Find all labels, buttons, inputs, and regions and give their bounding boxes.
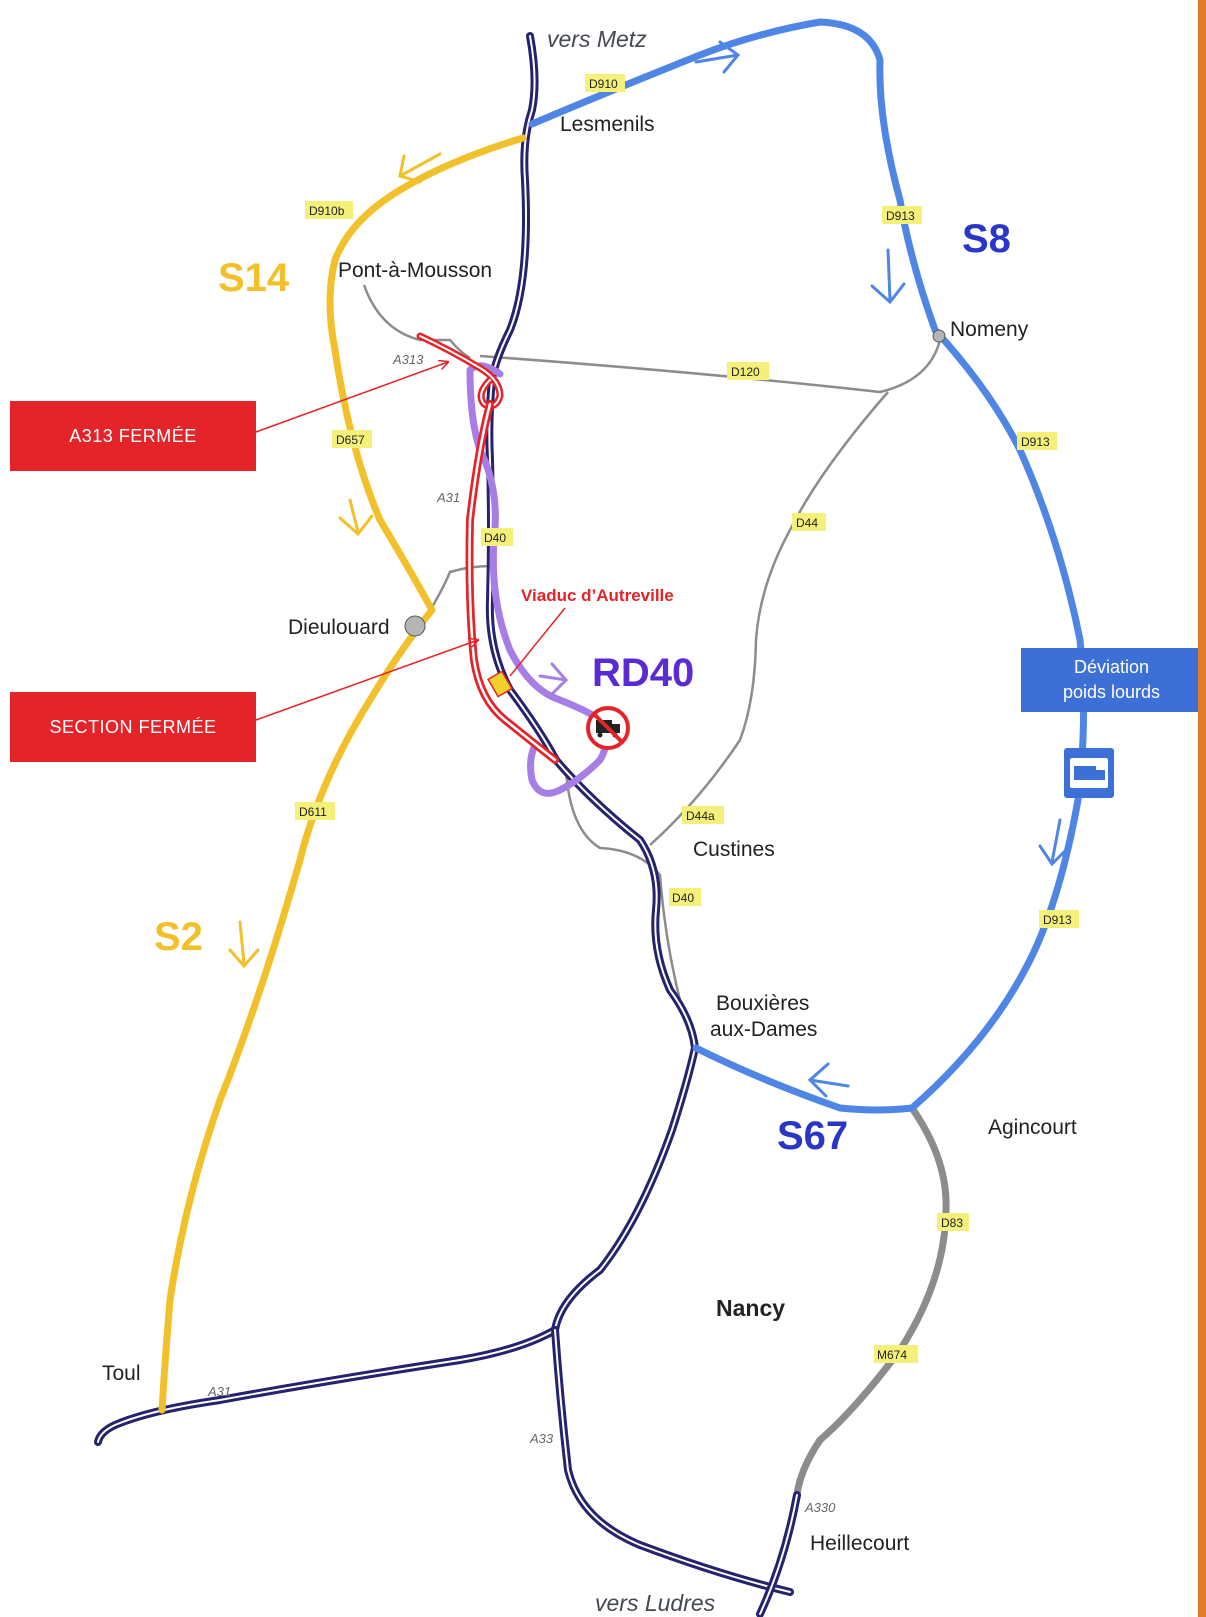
city-bouxieres-line1: Bouxières bbox=[716, 992, 809, 1015]
leader-section bbox=[255, 640, 478, 721]
road-d44 bbox=[649, 391, 889, 846]
road-labels: D910 D910b D913 D913 D913 D120 D657 D44 … bbox=[295, 74, 1079, 1363]
right-edge-bar bbox=[1198, 0, 1206, 1617]
arrow-blue-d913-north bbox=[870, 248, 906, 305]
arrow-purple-rd40 bbox=[538, 662, 569, 696]
road-d910b: D910b bbox=[309, 204, 345, 218]
road-d44a: D44a bbox=[686, 809, 715, 823]
road-d913-2: D913 bbox=[1021, 435, 1050, 449]
route-label-s67: S67 bbox=[777, 1114, 848, 1158]
road-custines bbox=[564, 769, 698, 1049]
city-lesmenils: Lesmenils bbox=[560, 113, 655, 136]
road-d611: D611 bbox=[299, 805, 327, 819]
direction-south: vers Ludres bbox=[595, 1590, 716, 1616]
motorways bbox=[94, 32, 801, 1617]
hw-a33: A33 bbox=[529, 1431, 554, 1446]
road-d120: D120 bbox=[731, 365, 760, 379]
route-label-s2: S2 bbox=[154, 915, 203, 959]
route-label-s8: S8 bbox=[962, 217, 1011, 261]
callout-section-closed: SECTION FERMÉE bbox=[10, 692, 256, 762]
city-heillecourt: Heillecourt bbox=[810, 1532, 909, 1555]
direction-north: vers Metz bbox=[547, 26, 647, 52]
road-d44: D44 bbox=[796, 516, 818, 530]
road-d913-3: D913 bbox=[1043, 913, 1072, 927]
road-d40-2: D40 bbox=[672, 891, 694, 905]
leader-a313 bbox=[255, 362, 448, 433]
city-pont-a-mousson: Pont-à-Mousson bbox=[338, 259, 492, 282]
leader-lines bbox=[255, 362, 566, 721]
motorway-a33 bbox=[551, 1326, 794, 1596]
hw-a31-south: A31 bbox=[207, 1384, 231, 1399]
arrow-yellow-d910b bbox=[398, 152, 442, 184]
city-agincourt: Agincourt bbox=[988, 1116, 1077, 1139]
viaduc-marker bbox=[487, 670, 513, 698]
route-label-rd40: RD40 bbox=[592, 651, 694, 695]
route-blue-s8-s67 bbox=[528, 18, 1088, 1114]
nomeny-dot bbox=[932, 329, 946, 343]
road-pam-link bbox=[362, 284, 471, 360]
hw-a330: A330 bbox=[804, 1500, 836, 1515]
road-d657: D657 bbox=[336, 433, 365, 447]
road-d120 bbox=[479, 339, 942, 394]
road-d40-1: D40 bbox=[484, 531, 506, 545]
road-d83: D83 bbox=[941, 1216, 963, 1230]
leader-viaduc bbox=[509, 607, 566, 677]
viaduc-label: Viaduc d’Autreville bbox=[521, 586, 674, 605]
hw-a31-north: A31 bbox=[436, 490, 460, 505]
road-d83-m674 bbox=[793, 1104, 950, 1499]
city-nancy: Nancy bbox=[716, 1295, 785, 1321]
city-bouxieres-line2: aux-Dames bbox=[710, 1018, 817, 1041]
road-d910: D910 bbox=[589, 77, 618, 91]
hw-a313: A313 bbox=[392, 352, 424, 367]
route-purple-rd40 bbox=[466, 362, 610, 797]
dieulouard-dot bbox=[404, 615, 426, 637]
closed-a31-section bbox=[465, 400, 559, 764]
no-trucks-icon bbox=[586, 706, 630, 750]
arrow-blue-d910 bbox=[694, 40, 741, 74]
road-m674: M674 bbox=[877, 1348, 907, 1362]
deviation-line1: Déviation bbox=[1073, 657, 1150, 677]
direction-arrows bbox=[228, 40, 1068, 1098]
arrow-blue-d913-south bbox=[1038, 818, 1068, 867]
city-nomeny: Nomeny bbox=[950, 318, 1029, 341]
deviation-box: Déviation poids lourds bbox=[1021, 648, 1202, 712]
city-dieulouard: Dieulouard bbox=[288, 616, 390, 639]
city-custines: Custines bbox=[693, 838, 775, 861]
city-toul: Toul bbox=[102, 1362, 141, 1385]
motorway-a330 bbox=[756, 1491, 801, 1617]
arrow-yellow-s2 bbox=[228, 920, 260, 969]
truck-sign-icon bbox=[1064, 748, 1114, 798]
callout-a313-closed: A313 FERMÉE bbox=[10, 401, 256, 471]
arrow-yellow-d657 bbox=[338, 498, 374, 537]
road-d913-1: D913 bbox=[886, 209, 915, 223]
route-label-s14: S14 bbox=[218, 256, 290, 300]
deviation-line2: poids lourds bbox=[1062, 682, 1161, 702]
arrow-blue-s67 bbox=[807, 1062, 850, 1098]
route-yellow-s14-s2 bbox=[158, 134, 527, 1414]
